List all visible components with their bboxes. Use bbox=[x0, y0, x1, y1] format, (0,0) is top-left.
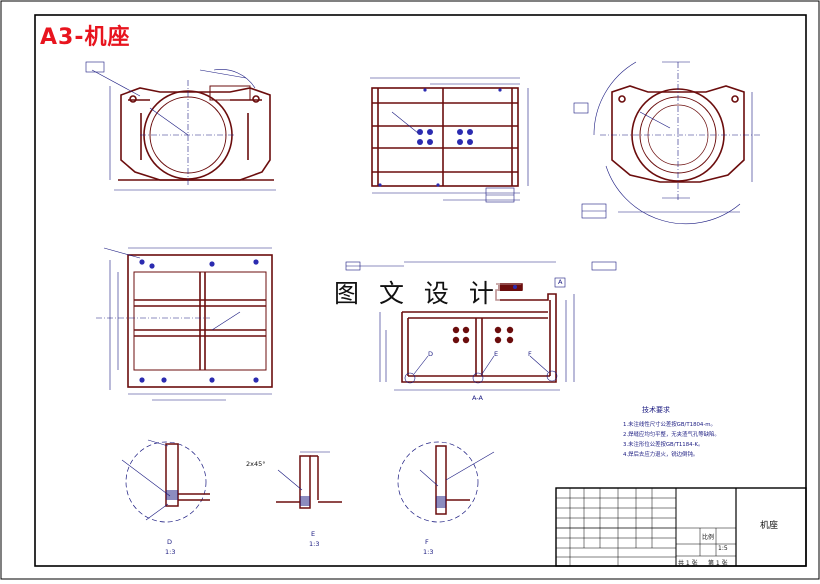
note-line: 2.焊缝应均匀平整，无夹渣气孔等缺陷。 bbox=[623, 432, 720, 438]
section-aa-view bbox=[401, 283, 557, 383]
top-view bbox=[371, 87, 519, 187]
front-view bbox=[118, 85, 274, 181]
sheet-number: 第 1 张 bbox=[708, 560, 728, 567]
sheet-title: A3-机座 bbox=[40, 25, 131, 50]
scale-label: 比例 bbox=[702, 534, 715, 541]
section-aa-dims bbox=[345, 261, 617, 391]
section-aa-label: A-A bbox=[472, 394, 483, 402]
plan-view-dims bbox=[96, 247, 272, 401]
detail-f bbox=[397, 441, 495, 523]
detail-d-scale: 1:3 bbox=[165, 548, 176, 556]
detail-e bbox=[276, 451, 342, 509]
side-view-dims bbox=[573, 61, 760, 225]
callout-d: D bbox=[428, 350, 434, 358]
scale-value: 1:5 bbox=[718, 545, 728, 552]
section-aa-holes bbox=[452, 285, 517, 344]
note-line: 1.未注线性尺寸公差按GB/T1804-m。 bbox=[623, 422, 716, 428]
part-name: 机座 bbox=[760, 521, 779, 531]
detail-d bbox=[121, 439, 210, 523]
plan-view bbox=[127, 254, 273, 388]
note-line: 3.未注形位公差按GB/T1184-K。 bbox=[623, 442, 704, 448]
note-line: 4.焊后去应力退火，锐边倒钝。 bbox=[623, 452, 699, 458]
detail-e-label: E bbox=[311, 530, 316, 538]
detail-d-label: D bbox=[167, 538, 173, 546]
plan-view-holes bbox=[139, 259, 259, 383]
top-view-holes bbox=[378, 88, 502, 187]
detail-f-scale: 1:3 bbox=[423, 548, 434, 556]
inner-frame bbox=[34, 14, 807, 567]
callout-f: F bbox=[528, 350, 532, 358]
cut-mark-label: A bbox=[558, 278, 563, 286]
callout-e: E bbox=[494, 350, 499, 358]
detail-e-scale: 1:3 bbox=[309, 540, 320, 548]
chamfer-callout: 2x45° bbox=[246, 460, 266, 468]
top-view-dims bbox=[370, 77, 529, 203]
watermark: 图 文 设 计 bbox=[334, 274, 500, 310]
front-view-dims bbox=[85, 61, 276, 191]
detail-f-label: F bbox=[425, 538, 429, 546]
title-block bbox=[555, 487, 807, 567]
notes-title: 技术要求 bbox=[642, 406, 670, 414]
sheet-count: 共 1 张 bbox=[678, 560, 698, 567]
